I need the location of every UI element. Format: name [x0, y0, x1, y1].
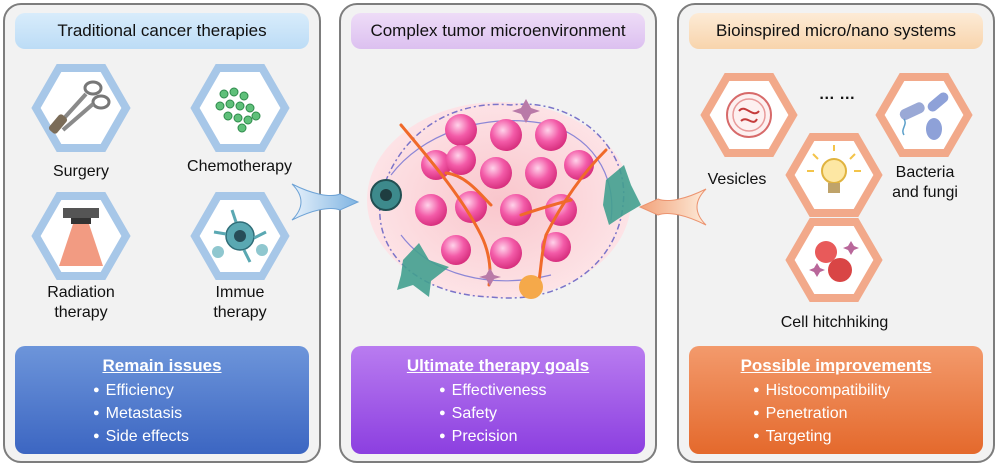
- list-item: Penetration: [753, 403, 983, 426]
- list-item: Targeting: [753, 426, 983, 449]
- immune-therapy-label: Immue therapy: [213, 284, 267, 321]
- cell-hitchhiking-hexagon: [785, 218, 883, 302]
- therapy-goals-list: Effectiveness Safety Precision: [351, 380, 645, 449]
- traditional-therapies-panel: Traditional cancer therapies: [3, 3, 321, 463]
- cell-hitchhiking-label: Cell hitchhiking: [780, 314, 889, 331]
- surgery-hexagon: [31, 64, 131, 152]
- arrow-to-microenvironment: [291, 183, 360, 221]
- bacteria-fungi-label: Bacteria and fungi: [892, 164, 958, 201]
- tumor-microenvironment-artwork: [367, 99, 641, 299]
- radiation-hexagon: [31, 192, 131, 280]
- tumor-microenvironment-panel: Complex tumor microenvironment: [339, 3, 657, 463]
- list-item: Efficiency: [93, 380, 309, 403]
- possible-improvements-list: Histocompatibility Penetration Targeting: [689, 380, 983, 449]
- radiation-therapy-label: Radiation therapy: [47, 284, 115, 321]
- ellipsis-label: … …: [818, 86, 856, 103]
- arrow-from-bioinspired: [638, 188, 707, 226]
- list-item: Metastasis: [93, 403, 309, 426]
- bacteria-icon: [899, 92, 949, 140]
- list-item: Safety: [439, 403, 645, 426]
- chemotherapy-hexagon: [190, 64, 290, 152]
- immune-hexagon: [190, 192, 290, 280]
- bioinspired-systems-panel: Bioinspired micro/nano systems: [677, 3, 995, 463]
- vesicle-icon: [726, 92, 772, 138]
- lightbulb-icon: [807, 145, 861, 193]
- scissors-icon: [48, 80, 111, 134]
- remain-issues-box: Remain issues Efficiency Metastasis Side…: [15, 346, 309, 454]
- tumor-cells: [415, 114, 594, 269]
- bacteria-hexagon: [875, 73, 973, 157]
- immune-cell-icon: [212, 209, 268, 263]
- list-item: Precision: [439, 426, 645, 449]
- possible-improvements-title: Possible improvements: [740, 356, 932, 375]
- list-item: Histocompatibility: [753, 380, 983, 403]
- vesicles-hexagon: [700, 73, 798, 157]
- bioinspired-systems-artwork: [700, 73, 973, 302]
- panel-title-traditional: Traditional cancer therapies: [15, 13, 309, 49]
- list-item: Effectiveness: [439, 380, 645, 403]
- list-item: Side effects: [93, 426, 309, 449]
- small-immune-cells: [479, 99, 543, 299]
- therapy-goals-box: Ultimate therapy goals Effectiveness Saf…: [351, 346, 645, 454]
- remain-issues-title: Remain issues: [102, 356, 222, 375]
- possible-improvements-box: Possible improvements Histocompatibility…: [689, 346, 983, 454]
- panel-title-bioinspired: Bioinspired micro/nano systems: [689, 13, 983, 49]
- panel-title-microenvironment: Complex tumor microenvironment: [351, 13, 645, 49]
- therapy-goals-title: Ultimate therapy goals: [406, 356, 590, 375]
- surgery-label: Surgery: [52, 163, 110, 180]
- lightbulb-hexagon: [785, 133, 883, 217]
- remain-issues-list: Efficiency Metastasis Side effects: [15, 380, 309, 449]
- macrophage-cells: [370, 165, 641, 297]
- radiation-lamp-icon: [59, 208, 103, 266]
- vesicles-label: Vesicles: [707, 171, 767, 188]
- traditional-therapies-artwork: [31, 64, 290, 280]
- drug-particles-icon: [215, 87, 261, 133]
- red-blood-cell-icon: [809, 241, 859, 282]
- chemotherapy-label: Chemotherapy: [187, 158, 292, 175]
